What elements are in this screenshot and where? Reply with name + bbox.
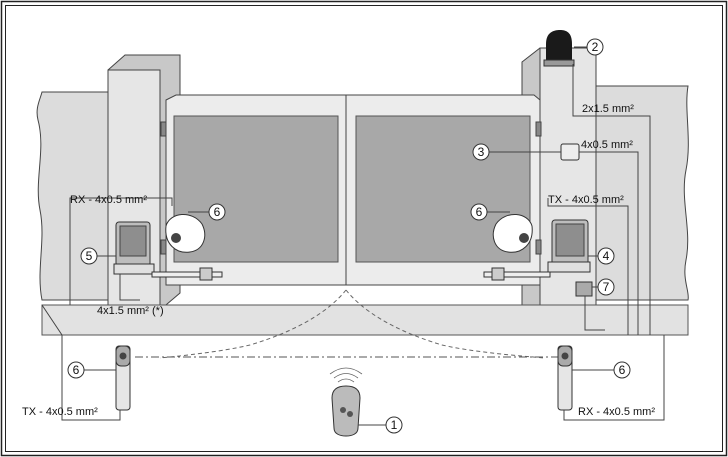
callout-6d: 6	[613, 361, 631, 379]
callout-2: 2	[586, 38, 604, 56]
label-power-cable: 4x1.5 mm² (*)	[97, 305, 164, 317]
hinge	[535, 121, 542, 137]
cable-power	[119, 274, 140, 301]
label-flash-cable: 2x1.5 mm²	[582, 103, 634, 115]
cable-tx-right	[547, 198, 629, 335]
hinge	[160, 239, 167, 255]
right-gate-photocell	[492, 214, 533, 253]
svg-text:3: 3	[478, 145, 485, 159]
cable-control-box	[584, 296, 605, 331]
left-gate-photocell	[165, 214, 206, 253]
right-wall	[595, 85, 689, 301]
key-selector	[560, 143, 580, 161]
svg-text:6: 6	[73, 363, 80, 377]
svg-text:6: 6	[214, 205, 221, 219]
left-motor	[113, 221, 223, 281]
callout-3: 3	[472, 143, 490, 161]
svg-text:1: 1	[391, 418, 398, 432]
label-tx-right: TX - 4x0.5 mm²	[548, 194, 624, 206]
ground-slab	[41, 304, 689, 336]
right-motor	[483, 219, 591, 281]
svg-text:2: 2	[592, 40, 599, 54]
callout-6c: 6	[67, 361, 85, 379]
callout-6b: 6	[470, 203, 488, 221]
control-box	[575, 281, 593, 297]
label-selector-cable: 4x0.5 mm²	[581, 139, 633, 151]
label-rx-left: RX - 4x0.5 mm²	[70, 194, 147, 206]
svg-text:4: 4	[603, 249, 610, 263]
left-photocell-column	[115, 345, 131, 411]
cable-selector	[579, 151, 639, 335]
flashing-light	[543, 30, 575, 67]
label-tx-bottom: TX - 4x0.5 mm²	[22, 406, 98, 418]
left-opening-arc	[159, 289, 347, 359]
callout-4: 4	[597, 247, 615, 265]
callout-1: 1	[385, 416, 403, 434]
hinge	[160, 121, 167, 137]
cable-tx-bottom	[41, 304, 121, 421]
svg-text:6: 6	[476, 205, 483, 219]
svg-text:7: 7	[603, 280, 610, 294]
svg-text:6: 6	[619, 363, 626, 377]
remote-control	[329, 367, 363, 437]
label-rx-bottom: RX - 4x0.5 mm²	[578, 406, 655, 418]
cable-rx-left	[69, 197, 173, 305]
svg-text:5: 5	[86, 249, 93, 263]
callout-6a: 6	[208, 203, 226, 221]
right-photocell-column	[557, 345, 573, 411]
cable-flash	[572, 64, 651, 335]
hinge	[535, 239, 542, 255]
callout-7: 7	[597, 278, 615, 296]
inner-frame	[5, 5, 723, 452]
callout-5: 5	[80, 247, 98, 265]
cable-rx-bottom	[563, 335, 665, 421]
right-opening-arc	[345, 289, 546, 359]
